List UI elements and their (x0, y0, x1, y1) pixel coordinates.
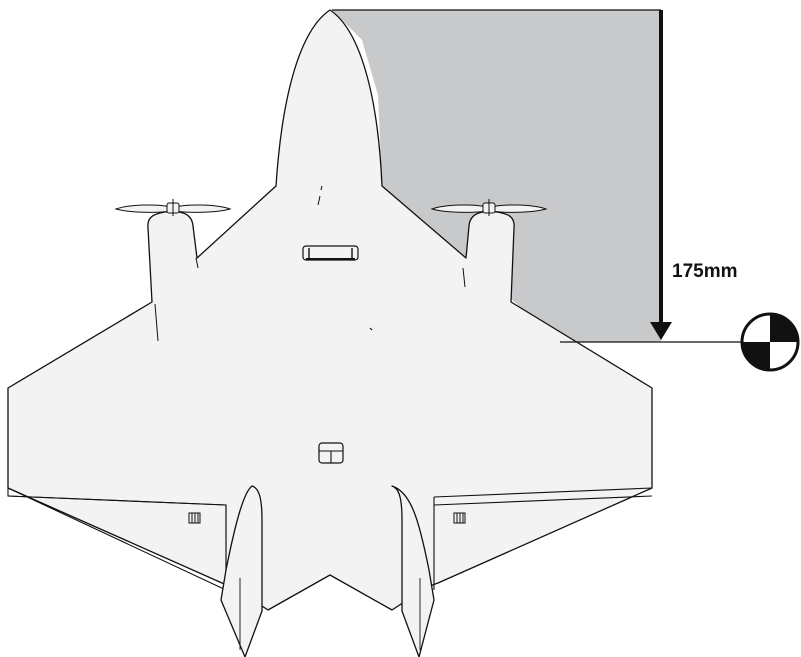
left-servo-horn-icon (188, 512, 201, 524)
panel-line (195, 257, 199, 269)
right-propeller-icon (430, 199, 548, 216)
left-propeller-icon (114, 199, 232, 216)
panel-line (154, 303, 159, 342)
panel-line (320, 185, 323, 191)
left-elevon-leading-edge (7, 495, 227, 506)
measurement-label: 175mm (672, 261, 738, 282)
cg-target-icon (740, 312, 800, 372)
left-vertical-fin (220, 485, 263, 657)
measurement-arrow-head (650, 322, 672, 340)
aircraft-body (7, 9, 653, 611)
right-elevon-leading-edge (433, 495, 653, 506)
right-elevon-top-edge (433, 487, 653, 498)
panel-line (369, 327, 373, 331)
right-vertical-fin (391, 485, 435, 657)
panel-line (462, 267, 466, 288)
cg-distance-shaded-region (332, 10, 661, 342)
right-servo-horn-icon (453, 512, 466, 524)
canopy-hatch (302, 245, 359, 261)
panel-line (317, 195, 321, 206)
